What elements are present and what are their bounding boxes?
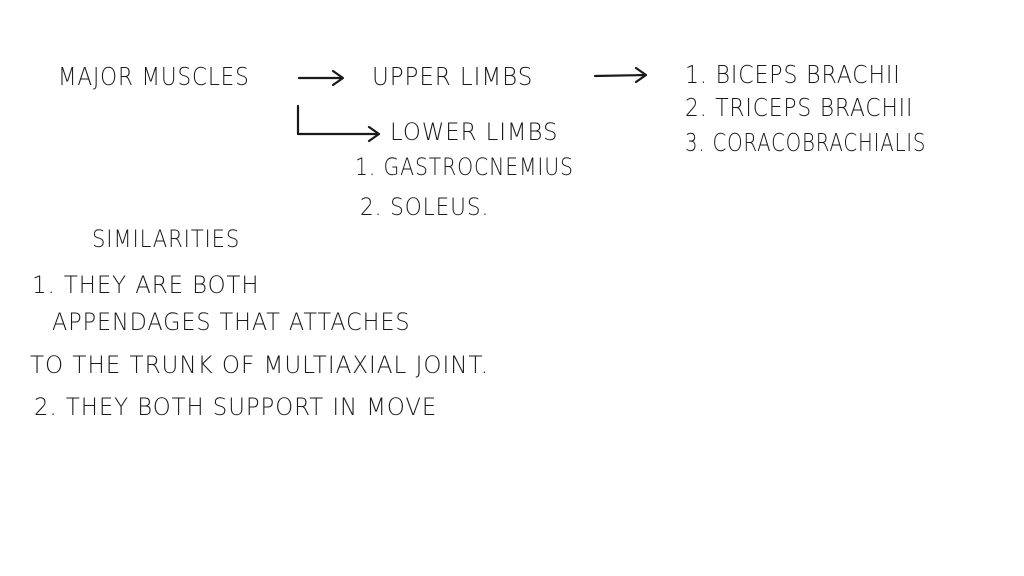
- arrow-to-upper-limbs: [297, 69, 345, 87]
- similarity-line-1: 1. THEY ARE BOTH: [32, 271, 260, 299]
- root-label: MAJOR MUSCLES: [58, 62, 250, 91]
- lower-limbs-label: LOWER LIMBS: [390, 118, 559, 146]
- upper-item-1: 1. BICEPS BRACHII: [685, 60, 901, 89]
- upper-item-3: 3. CORACOBRACHIALIS: [685, 128, 927, 157]
- similarity-line-4: 2. THEY BOTH SUPPORT IN MOVE: [34, 393, 438, 421]
- upper-item-2: 2. TRICEPS BRACHII: [685, 93, 914, 122]
- similarity-line-2: APPENDAGES THAT ATTACHES: [52, 308, 411, 336]
- lower-item-1: 1. GASTROCNEMIUS: [355, 153, 574, 181]
- upper-limbs-label: UPPER LIMBS: [372, 62, 534, 91]
- arrow-to-lower-limbs: [296, 104, 381, 143]
- similarity-line-3: TO THE TRUNK OF MULTIAXIAL JOINT.: [30, 351, 489, 379]
- similarities-heading: SIMILARITIES: [92, 225, 241, 253]
- lower-item-2: 2. SOLEUS.: [360, 193, 490, 221]
- arrow-to-upper-list: [593, 66, 648, 84]
